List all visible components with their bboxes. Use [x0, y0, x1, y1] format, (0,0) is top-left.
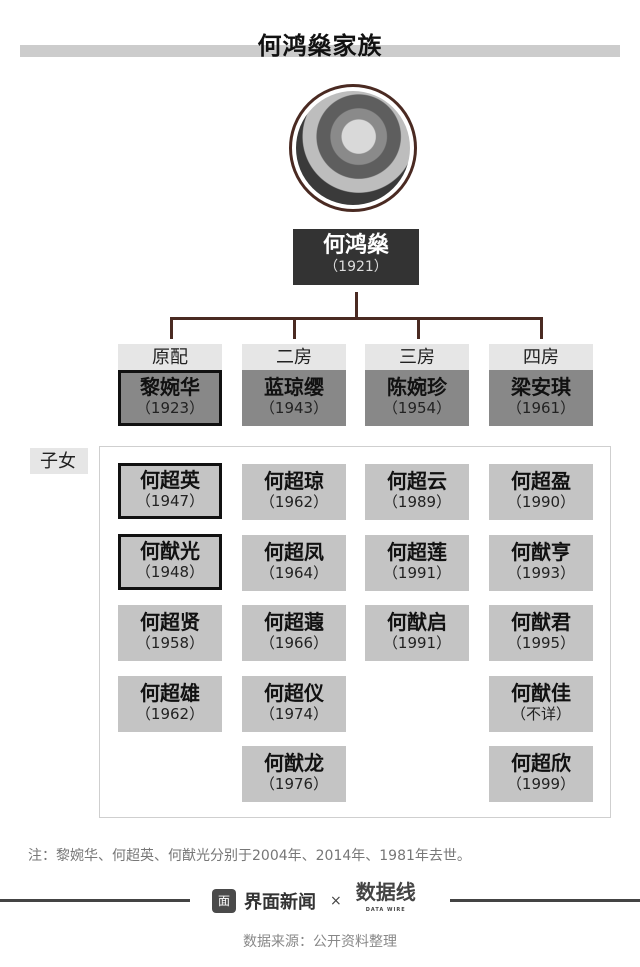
child-name: 何超云 [387, 469, 447, 493]
patriarch-year: （1921） [324, 259, 388, 275]
child-name: 何超仪 [264, 681, 324, 705]
child-node: 何超莲（1991） [365, 535, 469, 591]
child-year: （1962） [259, 493, 329, 511]
footnote: 注：黎婉华、何超英、何猷光分别于2004年、2014年、1981年去世。 [28, 848, 471, 864]
child-name: 何超琼 [264, 469, 324, 493]
wife-node: 蓝琼缨 （1943） [242, 370, 346, 426]
child-year: （1966） [259, 634, 329, 652]
wife-year: （1923） [135, 399, 205, 417]
child-year: （1991） [382, 634, 452, 652]
child-year: （不详） [510, 705, 571, 723]
child-name: 何猷亨 [511, 540, 571, 564]
child-node: 何超凤（1964） [242, 535, 346, 591]
child-node: 何超琼（1962） [242, 464, 346, 520]
connector-drop-3 [417, 317, 420, 339]
child-name: 何超莲 [387, 540, 447, 564]
wife-node: 黎婉华 （1923） [118, 370, 222, 426]
child-name: 何超蕸 [264, 610, 324, 634]
times-symbol: × [330, 893, 342, 909]
wife-year: （1954） [382, 399, 452, 417]
child-year: （1976） [259, 775, 329, 793]
child-name: 何猷启 [387, 610, 447, 634]
child-node: 何超雄（1962） [118, 676, 222, 732]
child-name: 何超欣 [511, 751, 571, 775]
data-source: 数据来源：公开资料整理 [243, 934, 397, 950]
child-year: （1948） [135, 563, 205, 581]
child-node: 何猷光（1948） [118, 534, 222, 590]
child-name: 何猷佳 [511, 681, 571, 705]
child-year: （1990） [506, 493, 576, 511]
child-node: 何超英（1947） [118, 463, 222, 519]
child-year: （1974） [259, 705, 329, 723]
patriarch-name: 何鸿燊 [322, 233, 389, 258]
child-node: 何猷龙（1976） [242, 746, 346, 802]
connector-drop-4 [540, 317, 543, 339]
partner-subtitle: DATA WIRE [365, 907, 406, 913]
child-name: 何超雄 [140, 681, 200, 705]
wife-node: 梁安琪 （1961） [489, 370, 593, 426]
wife-node: 陈婉珍 （1954） [365, 370, 469, 426]
wife-label: 原配 [118, 344, 222, 370]
child-year: （1958） [135, 634, 205, 652]
child-node: 何猷亨（1993） [489, 535, 593, 591]
wife-name: 梁安琪 [511, 375, 571, 399]
title-bar [20, 45, 620, 57]
footer-divider-right [450, 899, 640, 902]
child-name: 何超英 [140, 468, 200, 492]
child-node: 何猷启（1991） [365, 605, 469, 661]
wife-year: （1943） [259, 399, 329, 417]
child-name: 何超凤 [264, 540, 324, 564]
child-name: 何猷君 [511, 610, 571, 634]
child-node: 何超蕸（1966） [242, 605, 346, 661]
wife-label: 三房 [365, 344, 469, 370]
child-node: 何超盈（1990） [489, 464, 593, 520]
child-node: 何超云（1989） [365, 464, 469, 520]
wife-year: （1961） [506, 399, 576, 417]
child-year: （1964） [259, 564, 329, 582]
child-name: 何猷光 [140, 539, 200, 563]
child-node: 何猷佳（不详） [489, 676, 593, 732]
child-year: （1999） [506, 775, 576, 793]
patriarch-node: 何鸿燊 （1921） [293, 229, 419, 285]
connector-horizontal [170, 317, 543, 320]
child-node: 何超欣（1999） [489, 746, 593, 802]
partner-name: 数据线 [355, 880, 416, 904]
child-year: （1989） [382, 493, 452, 511]
wife-name: 蓝琼缨 [264, 375, 324, 399]
data-wire-logo-icon: 数据线 DATA WIRE [355, 880, 416, 919]
brand-name: 界面新闻 [244, 892, 316, 913]
wife-name: 黎婉华 [140, 375, 200, 399]
connector-drop-1 [170, 317, 173, 339]
connector-drop-2 [293, 317, 296, 339]
jiemian-logo-icon: 面 [212, 889, 236, 913]
children-label: 子女 [30, 448, 88, 474]
child-year: （1993） [506, 564, 576, 582]
children-box [99, 446, 611, 818]
footer-divider-left [0, 899, 190, 902]
wife-label: 二房 [242, 344, 346, 370]
child-year: （1947） [135, 492, 205, 510]
child-name: 何超盈 [511, 469, 571, 493]
footer-logos: 面 界面新闻 × 数据线 DATA WIRE [212, 880, 416, 919]
wife-label: 四房 [489, 344, 593, 370]
child-node: 何超仪（1974） [242, 676, 346, 732]
child-year: （1962） [135, 705, 205, 723]
child-node: 何超贤（1958） [118, 605, 222, 661]
child-node: 何猷君（1995） [489, 605, 593, 661]
child-name: 何猷龙 [264, 751, 324, 775]
child-year: （1991） [382, 564, 452, 582]
connector-vertical [355, 292, 358, 318]
page-title: 何鸿燊家族 [257, 32, 383, 60]
portrait-photo-icon [296, 91, 410, 205]
wife-name: 陈婉珍 [387, 375, 447, 399]
patriarch-portrait [289, 84, 417, 212]
child-name: 何超贤 [140, 610, 200, 634]
child-year: （1995） [506, 634, 576, 652]
